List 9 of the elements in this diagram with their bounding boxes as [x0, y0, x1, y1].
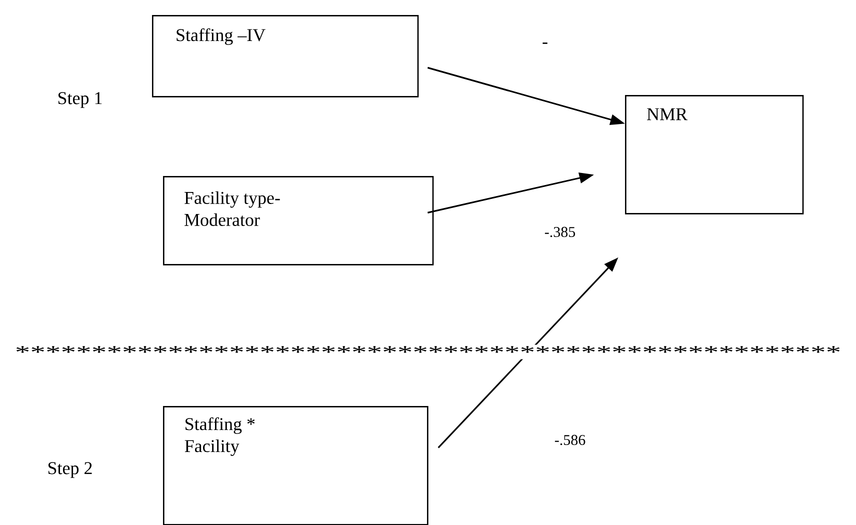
label: -.586 [554, 434, 586, 446]
text-box: Facility type- Moderator [163, 176, 434, 266]
text-box: Staffing * Facility [163, 406, 428, 525]
text-box: NMR [625, 95, 804, 214]
label: Step 2 [48, 462, 92, 478]
label: - [542, 42, 548, 44]
label: Step 1 [58, 92, 102, 108]
label: -.385 [544, 226, 576, 238]
text-box: Staffing –IV [152, 15, 419, 98]
